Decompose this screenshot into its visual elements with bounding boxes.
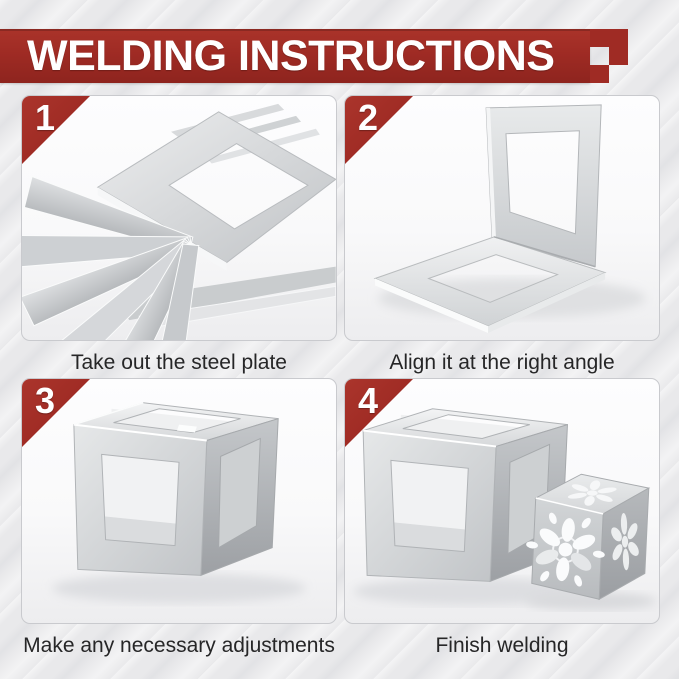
step-number: 4 [358, 380, 379, 421]
page-title: WELDING INSTRUCTIONS [27, 31, 555, 80]
step-number: 1 [35, 97, 56, 138]
checker-square [609, 29, 628, 47]
horizontal-frame-plate [373, 236, 607, 334]
ground-shadow [525, 592, 657, 611]
step-caption: Align it at the right angle [389, 351, 615, 374]
step-3-card: 3 [21, 378, 337, 659]
step-1-card: 1 [21, 95, 337, 376]
step-3-image-panel: 3 [21, 378, 337, 624]
step-caption: Finish welding [435, 634, 569, 657]
cube-faces [73, 402, 279, 577]
step-number: 2 [358, 97, 379, 138]
checker-decoration [590, 29, 628, 83]
cube-frame-illustration [52, 402, 306, 604]
flower-cutout-side [611, 513, 639, 571]
ground-shadow [353, 577, 588, 606]
checker-square [590, 65, 609, 83]
checker-square [609, 47, 628, 65]
finished-cubes-illustration [353, 408, 657, 611]
flower-cutout-top [567, 480, 617, 506]
header-banner: WELDING INSTRUCTIONS [0, 29, 590, 83]
step-2-card: 2 [344, 95, 660, 376]
right-angle-plates-illustration [373, 104, 646, 334]
step-4-image-panel: 4 [344, 378, 660, 624]
fanned-plates [22, 175, 200, 340]
step-caption: Take out the steel plate [71, 351, 287, 374]
flower-cutout-front [526, 512, 605, 587]
step-number: 3 [35, 380, 56, 421]
steel-plates-illustration [22, 103, 336, 340]
step-1-image-panel: 1 [21, 95, 337, 341]
decorative-flower-cube [526, 473, 651, 601]
step-2-image-panel: 2 [344, 95, 660, 341]
checker-square [590, 29, 609, 47]
step-caption: Make any necessary adjustments [23, 634, 335, 657]
ground-shadow [52, 573, 306, 604]
step-4-card: 4 [344, 378, 660, 659]
